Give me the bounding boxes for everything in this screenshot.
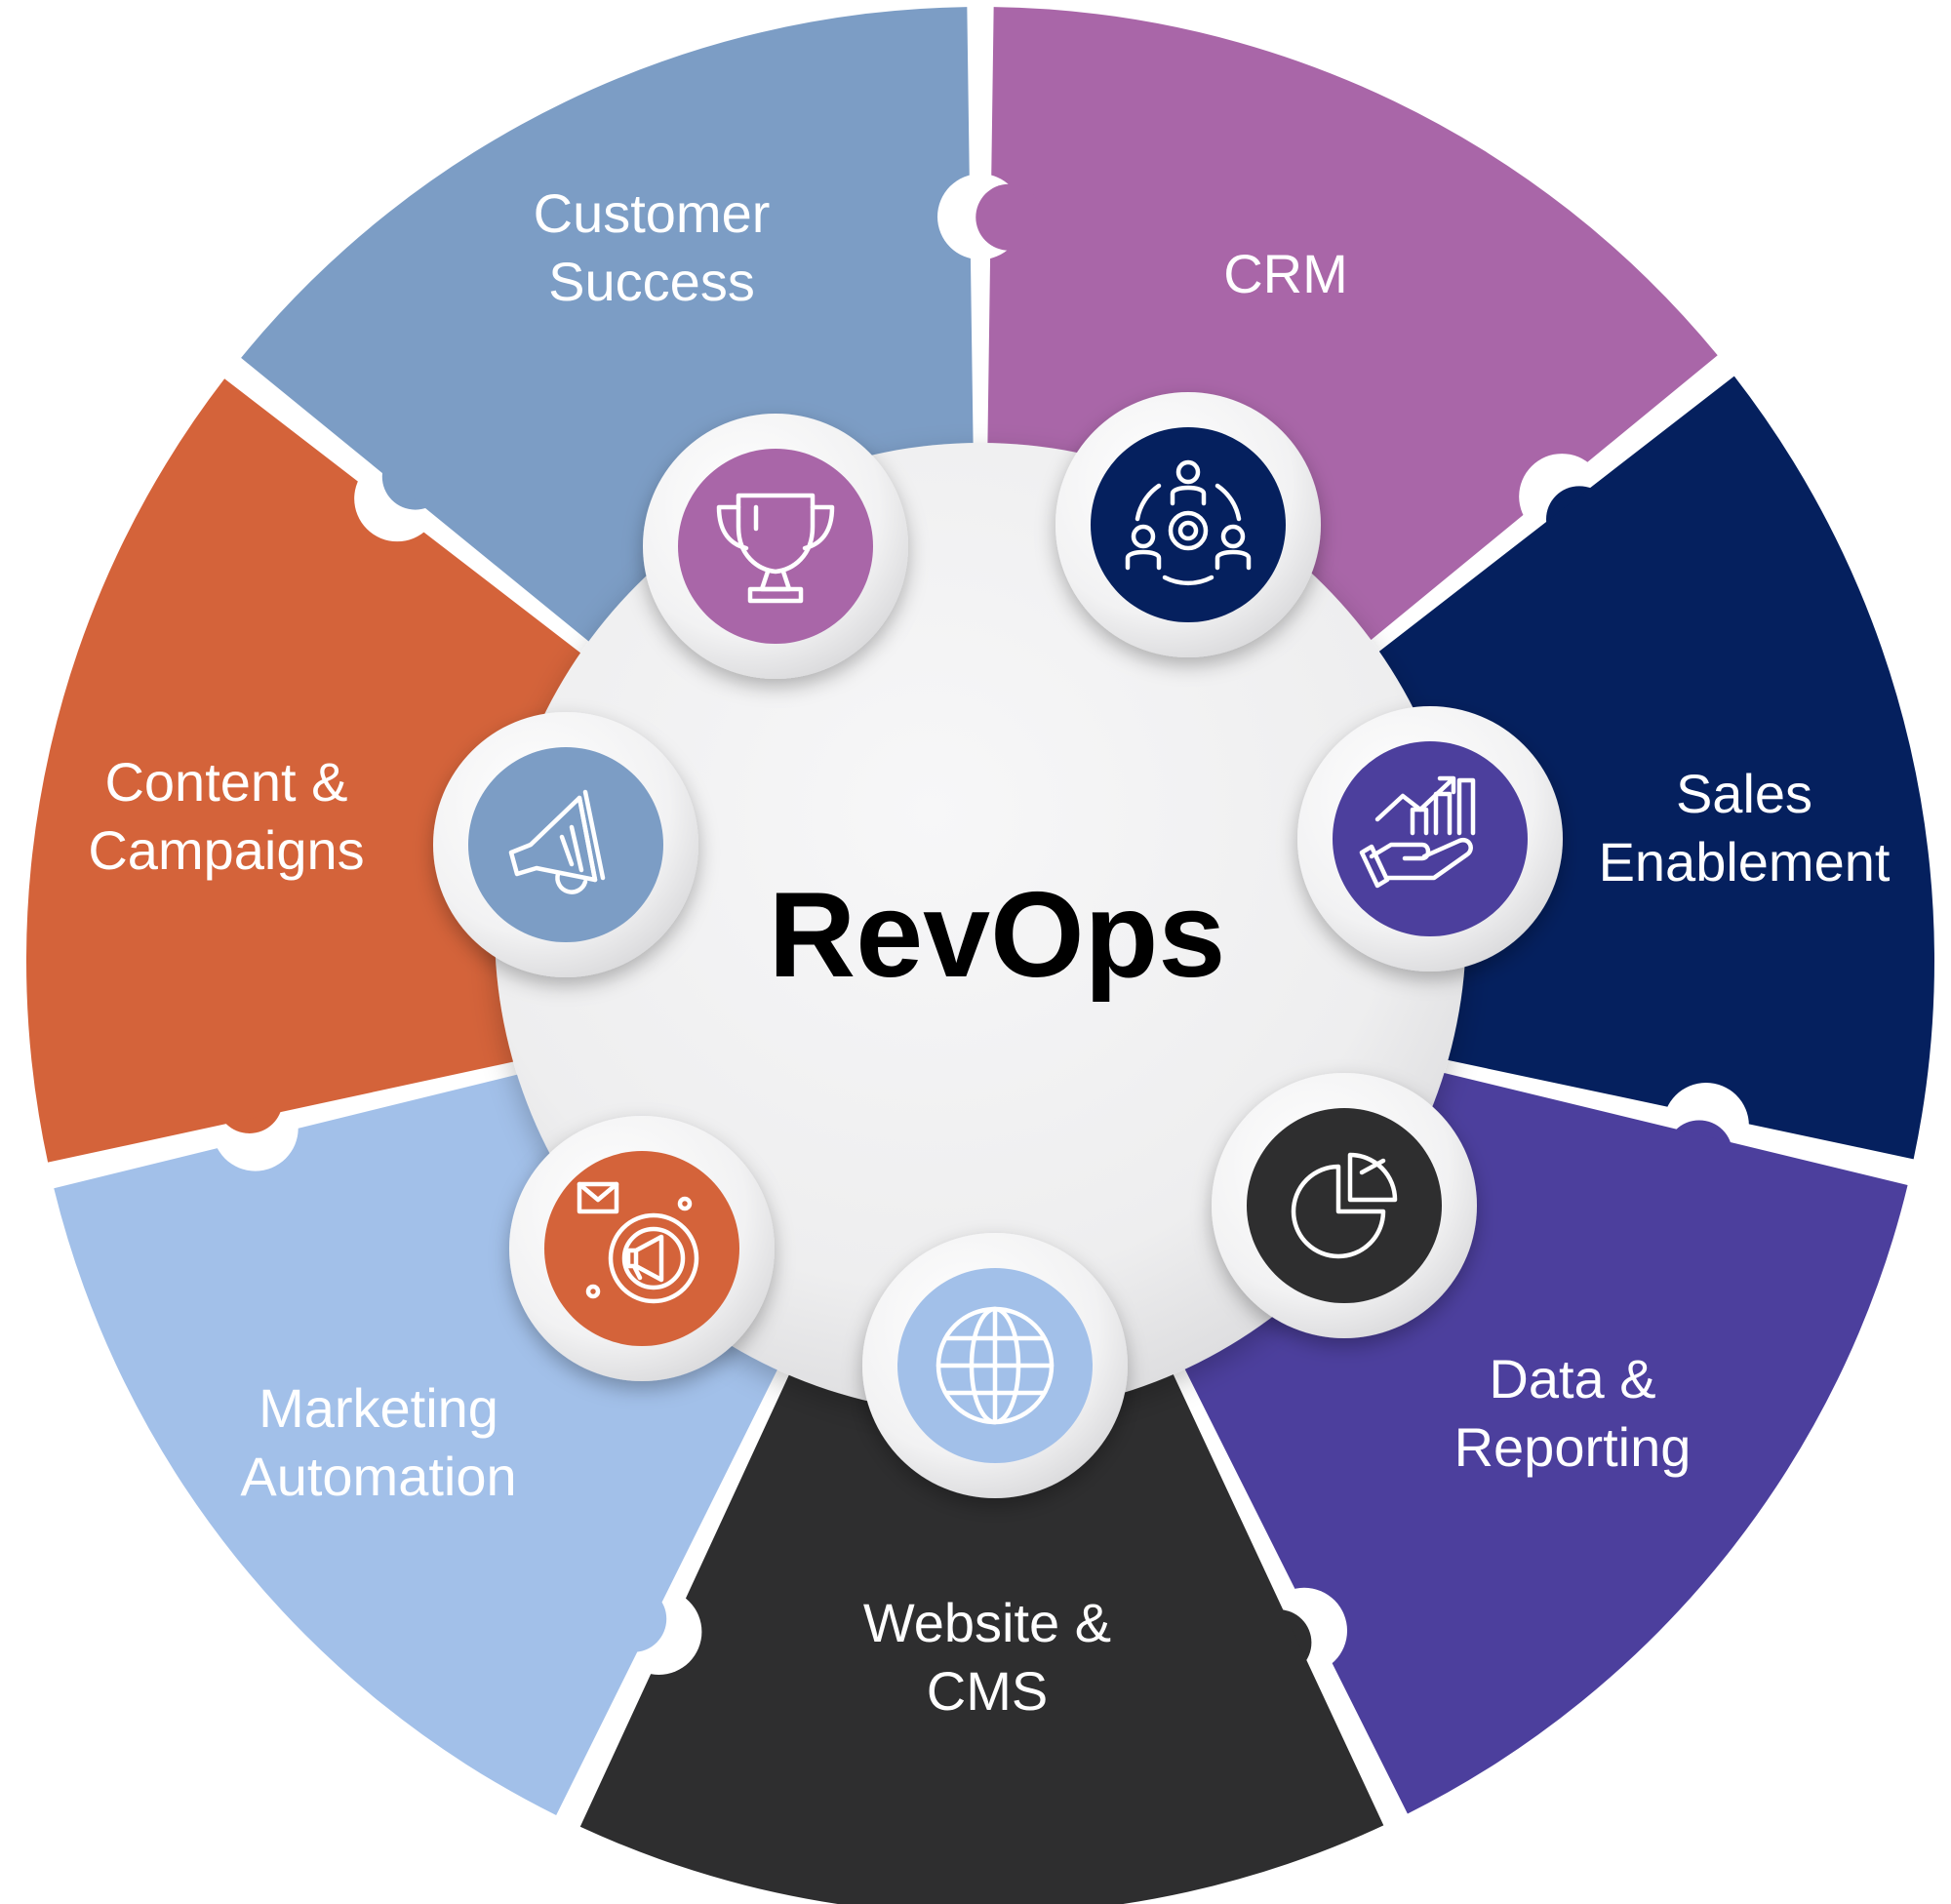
- badge-website-cms: [862, 1233, 1128, 1498]
- segment-label-line: CMS: [927, 1660, 1048, 1722]
- megaphone-icon: [508, 789, 606, 894]
- segment-label-line: CRM: [1223, 243, 1348, 304]
- segment-label-line: Reporting: [1454, 1416, 1692, 1478]
- segment-label-website-cms: Website & CMS: [863, 1592, 1111, 1722]
- puzzle-tab: [976, 183, 1043, 251]
- segment-label-line: Data &: [1489, 1348, 1655, 1409]
- segment-label-line: Automation: [240, 1446, 516, 1507]
- segment-data-reporting: [579, 1296, 1384, 1904]
- globe-icon: [936, 1306, 1055, 1425]
- badge-disc: [1333, 741, 1528, 936]
- badge-customer-success: [643, 414, 908, 679]
- segment-label-line: Success: [548, 251, 755, 312]
- segment-label-crm: CRM: [1223, 243, 1348, 304]
- pie-chart-icon: [1291, 1152, 1398, 1259]
- badge-content-campaigns: [433, 712, 698, 977]
- badge-data-reporting: [1212, 1073, 1477, 1338]
- center-title: RevOps: [769, 868, 1226, 1003]
- badge-sales-enablement: [1297, 706, 1563, 972]
- segment-label-data-reporting: Data & Reporting: [1454, 1348, 1692, 1478]
- segment-label-line: Website &: [863, 1592, 1111, 1653]
- badge-disc: [678, 449, 873, 644]
- icon-badges: [433, 392, 1563, 1498]
- segment-label-line: Content &: [104, 751, 347, 813]
- team-gear-icon: [1125, 459, 1252, 586]
- megaphone-gear-icon: [577, 1181, 699, 1304]
- segment-label-line: Enablement: [1599, 831, 1891, 892]
- badge-crm: [1055, 392, 1321, 657]
- trophy-icon: [716, 493, 835, 604]
- segment-label-line: Marketing: [259, 1377, 498, 1439]
- hand-growth-chart-icon: [1359, 775, 1476, 889]
- segment-label-content-campaigns: Content &Campaigns: [88, 751, 364, 881]
- segment-label-line: Campaigns: [88, 819, 364, 881]
- segment-label-line: Sales: [1676, 763, 1812, 824]
- segment-label-line: Customer: [534, 182, 771, 244]
- badge-disc: [1247, 1108, 1442, 1303]
- badge-marketing-automation: [509, 1116, 775, 1381]
